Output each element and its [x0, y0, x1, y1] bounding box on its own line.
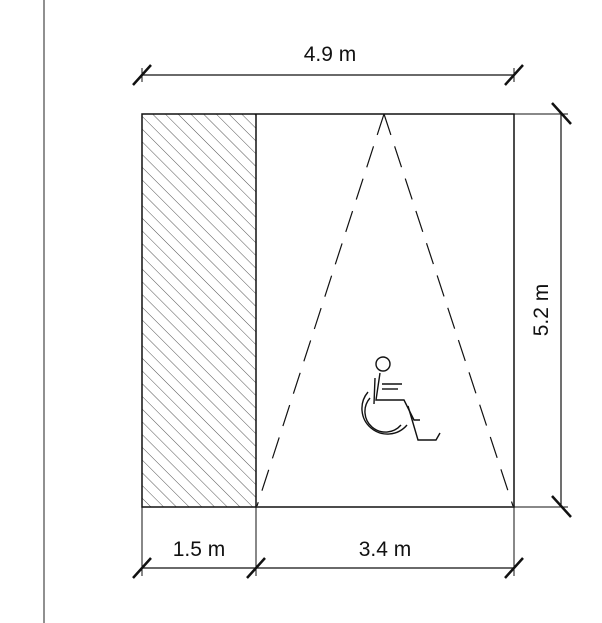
wheelchair-icon: [361, 356, 441, 441]
access-aisle-width-label: 1.5 m: [173, 538, 226, 561]
overall-height-label: 5.2 m: [530, 284, 553, 337]
dashed-triangle-marking: [256, 113, 514, 507]
overall-height-dimension: 5.2 m: [514, 102, 572, 518]
access-aisle-hatch: [142, 114, 256, 507]
bottom-dimension: 1.5 m 3.4 m: [132, 507, 524, 579]
parking-space-width-label: 3.4 m: [359, 538, 412, 561]
overall-width-dimension: 4.9 m: [132, 43, 524, 86]
overall-width-label: 4.9 m: [304, 43, 357, 66]
parking-space-outline: [141, 113, 515, 508]
